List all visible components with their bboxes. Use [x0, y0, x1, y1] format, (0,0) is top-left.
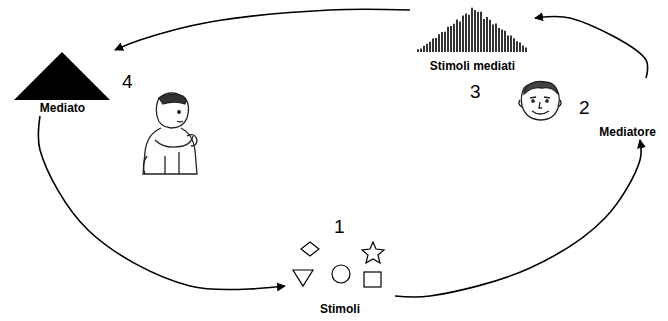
node-label: Stimoli mediati [430, 59, 515, 73]
mediated-learner-node: Mediato [10, 50, 115, 116]
label-holder: 2 [578, 98, 591, 118]
callout-number: 1 [333, 216, 346, 237]
node-label: Stimoli [320, 302, 360, 316]
label-holder: 4 [121, 72, 134, 92]
stimuli-node: Stimoli [285, 240, 395, 317]
label-holder: 1 [333, 217, 346, 237]
node-label: Mediatore [599, 125, 656, 139]
callout-number: 4 [121, 71, 134, 92]
label-holder: 3 [469, 82, 482, 102]
cycle-arrow [115, 9, 410, 50]
cycle-arrow [38, 116, 285, 290]
callout-number: 2 [578, 97, 591, 118]
cycle-arrow [395, 140, 641, 297]
mediated-stimuli-node: Stimoli mediati [410, 2, 535, 74]
child-figure [143, 93, 197, 174]
callout-number: 3 [469, 81, 482, 102]
node-label: Mediato [40, 101, 85, 115]
cycle-arrow [535, 16, 648, 78]
